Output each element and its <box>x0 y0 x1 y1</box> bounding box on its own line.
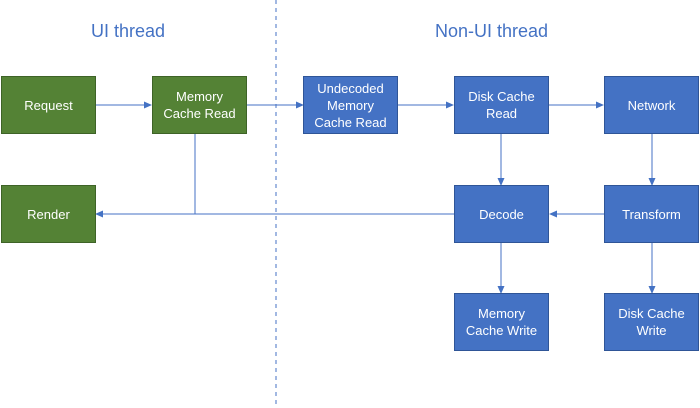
memory-cache-write-node: Memory Cache Write <box>454 293 549 351</box>
transform-node: Transform <box>604 185 699 243</box>
decode-node: Decode <box>454 185 549 243</box>
render-node: Render <box>1 185 96 243</box>
network-node: Network <box>604 76 699 134</box>
undecoded-memory-cache-read-node: Undecoded Memory Cache Read <box>303 76 398 134</box>
memory-cache-read-node: Memory Cache Read <box>152 76 247 134</box>
disk-cache-write-node: Disk Cache Write <box>604 293 699 351</box>
request-node: Request <box>1 76 96 134</box>
non-ui-thread-title: Non-UI thread <box>435 21 549 41</box>
disk-cache-read-node: Disk Cache Read <box>454 76 549 134</box>
ui-thread-title: UI thread <box>91 21 166 41</box>
